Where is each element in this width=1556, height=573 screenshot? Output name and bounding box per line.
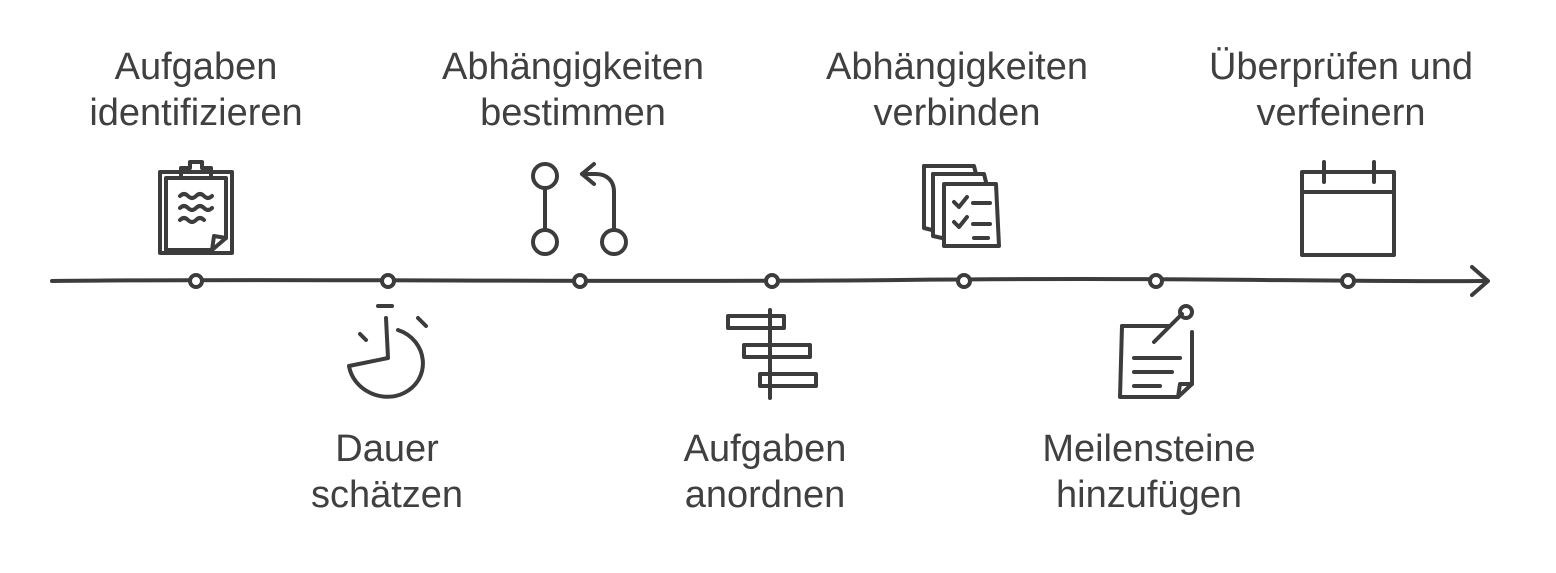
timeline-axis xyxy=(50,277,1488,284)
timeline-marker-2 xyxy=(380,273,396,289)
timeline-marker-1 xyxy=(188,273,204,289)
clipboard-icon xyxy=(158,160,234,255)
step-label-7-line-2: verfeinern xyxy=(1256,92,1426,134)
step-label-1: Aufgaben identifizieren xyxy=(36,44,356,136)
step-label-4: Aufgaben anordnen xyxy=(605,426,925,518)
gantt-icon xyxy=(726,308,818,400)
step-label-5-line-1: Abhängigkeiten xyxy=(826,46,1088,88)
step-label-6: Meilensteine hinzufügen xyxy=(989,426,1309,518)
timeline-marker-7 xyxy=(1340,273,1356,289)
step-label-3-line-2: bestimmen xyxy=(480,92,666,134)
timeline-marker-3 xyxy=(572,273,588,289)
timeline-arrowhead xyxy=(1470,265,1490,297)
step-label-1-line-2: identifizieren xyxy=(89,92,303,134)
step-label-2-line-1: Dauer xyxy=(335,428,439,470)
step-label-4-line-2: anordnen xyxy=(684,474,846,516)
step-label-2: Dauer schätzen xyxy=(227,426,547,518)
step-label-7-line-1: Überprüfen und xyxy=(1208,46,1474,88)
branch-arrow-icon xyxy=(531,162,628,256)
timeline-marker-5 xyxy=(956,273,972,289)
checklist-stack-icon xyxy=(922,164,1001,248)
step-label-7: Überprüfen und verfeinern xyxy=(1181,44,1501,136)
step-label-2-line-2: schätzen xyxy=(310,474,464,516)
timeline-marker-4 xyxy=(764,273,780,289)
timeline-marker-6 xyxy=(1148,273,1164,289)
step-label-6-line-2: hinzufügen xyxy=(1056,474,1242,516)
step-label-3-line-1: Abhängigkeiten xyxy=(442,46,704,88)
step-label-5-line-2: verbinden xyxy=(873,92,1041,134)
step-label-6-line-1: Meilensteine xyxy=(1042,428,1256,470)
note-pencil-icon xyxy=(1118,304,1194,399)
step-label-5: Abhängigkeiten verbinden xyxy=(797,44,1117,136)
step-label-3: Abhängigkeiten bestimmen xyxy=(413,44,733,136)
timer-icon xyxy=(347,304,428,399)
calendar-icon xyxy=(1300,160,1396,257)
step-label-1-line-1: Aufgaben xyxy=(114,46,278,88)
step-label-4-line-1: Aufgaben xyxy=(683,428,847,470)
